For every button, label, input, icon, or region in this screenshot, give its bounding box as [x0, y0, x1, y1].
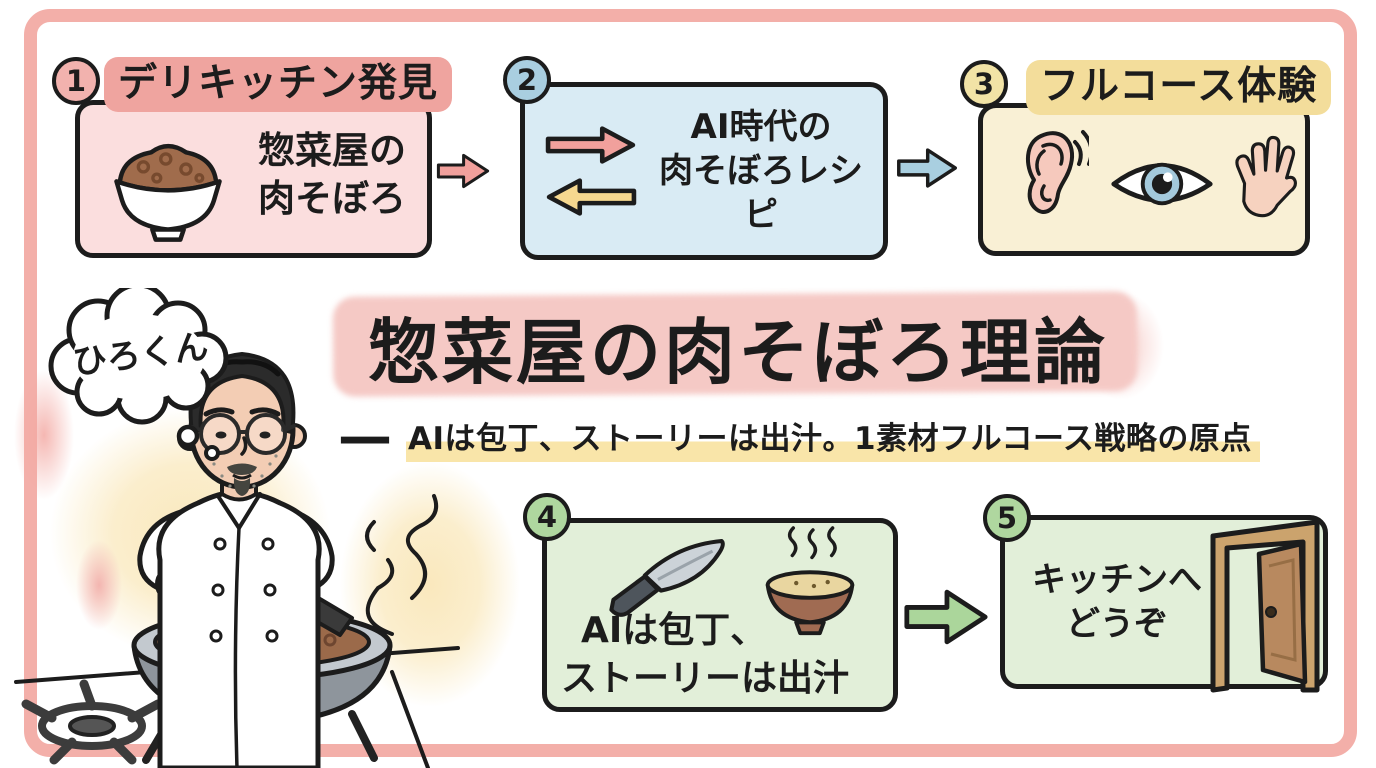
arrow-1-to-2-icon — [436, 153, 490, 189]
thought-bubble — [48, 288, 229, 461]
step-1-badge: 1 — [52, 57, 100, 105]
meat-bowl-icon — [114, 143, 222, 242]
step-2-box: AI時代の 肉そぼろレシピ — [520, 82, 888, 260]
knife-icon — [609, 539, 725, 617]
subtitle: — AIは包丁、ストーリーは出汁。1素材フルコース戦略の原点 — [338, 410, 1368, 464]
main-title-block: 惣菜屋の肉そぼろ理論 — [332, 288, 1143, 398]
step-1-body-line1: 惣菜屋の — [258, 129, 406, 172]
soup-bowl-icon — [765, 526, 855, 636]
step-3-number: 3 — [973, 67, 995, 101]
step-1-body: 惣菜屋の 肉そぼろ — [238, 127, 426, 223]
step-3-box — [978, 103, 1310, 256]
step-2-number: 2 — [516, 63, 538, 97]
door-icon — [1210, 519, 1320, 693]
step-2-body-line1: AI時代の — [690, 106, 832, 147]
step-2-body: AI時代の 肉そぼろレシピ — [651, 105, 871, 238]
step-3-title: フルコース体験 — [1026, 55, 1332, 115]
step-2-body-line2: 肉そぼろレシピ — [659, 150, 863, 236]
step-4-box: AIは包丁、 ストーリーは出汁 — [542, 518, 898, 712]
step-5-body: キッチンへ どうぞ — [1019, 558, 1215, 646]
step-4-body-line2: ストーリーは出汁 — [561, 658, 850, 699]
step-1-body-line2: 肉そぼろ — [258, 177, 406, 221]
step-5-body-line1: キッチンへ — [1032, 560, 1202, 600]
step-1-box: 惣菜屋の 肉そぼろ — [75, 100, 432, 258]
eye-icon — [1111, 162, 1213, 206]
step-4-number: 4 — [536, 500, 558, 534]
arrow-right-pink-icon — [545, 126, 636, 164]
step-4-badge: 4 — [523, 493, 571, 541]
arrow-left-yellow-icon — [546, 178, 637, 216]
step-3-badge: 3 — [960, 60, 1008, 108]
arrow-4-to-5-icon — [904, 589, 988, 645]
exchange-arrows — [545, 124, 637, 218]
arrow-2-to-3-icon — [897, 148, 957, 188]
subtitle-text: AIは包丁、ストーリーは出汁。1素材フルコース戦略の原点 — [406, 410, 1260, 464]
step-5-number: 5 — [996, 501, 1018, 535]
frame-border — [24, 9, 1357, 757]
main-title: 惣菜屋の肉そぼろ理論 — [367, 311, 1108, 394]
step-4-body-line1: AIは包丁、 — [581, 610, 767, 651]
step-1-title: デリキッチン発見 — [104, 52, 453, 112]
step-2-badge: 2 — [503, 56, 551, 104]
ear-icon — [1026, 130, 1089, 214]
step-3-title-text: フルコース体験 — [1026, 60, 1332, 115]
step-1-title-text: デリキッチン発見 — [104, 57, 453, 112]
hand-icon — [1235, 135, 1297, 218]
step-5-body-line2: どうぞ — [1066, 604, 1168, 645]
chef-body — [137, 468, 335, 768]
step-1-number: 1 — [65, 64, 87, 98]
subtitle-dash: — — [338, 405, 392, 468]
step-5-badge: 5 — [983, 494, 1031, 542]
gas-burner-icon — [21, 679, 163, 765]
steam-icon — [365, 494, 439, 636]
